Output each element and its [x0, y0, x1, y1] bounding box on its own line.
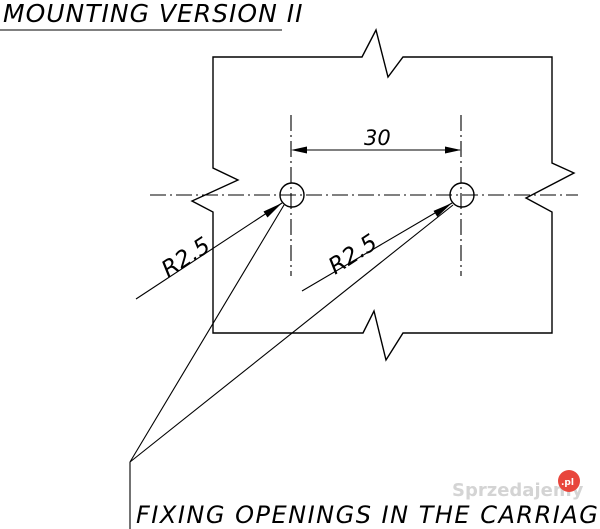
- dimension-arrow-left: [291, 146, 307, 154]
- carriage-outline: [190, 28, 576, 362]
- right-radius-arrow: [433, 203, 452, 217]
- dimension-label: 30: [364, 126, 391, 150]
- left-mounting-hole: [279, 182, 305, 208]
- footer-leader-to-left-hole: [129, 204, 285, 463]
- footer-label: FIXING OPENINGS IN THE CARRIAGE: [136, 501, 600, 529]
- left-radius-leader: [135, 202, 283, 300]
- watermark-badge: [558, 470, 580, 492]
- right-radius-label: R2.5: [324, 230, 382, 280]
- left-radius-label: R2.5: [157, 233, 215, 283]
- watermark-logo: Sprzedajemy .pl: [452, 470, 584, 501]
- dimension-arrow-right: [445, 146, 461, 154]
- watermark-brand: Sprzedajemy: [452, 480, 584, 501]
- drawing-title: MOUNTING VERSION II: [3, 0, 304, 28]
- right-radius-leader: [301, 202, 453, 292]
- footer-leader-to-right-hole: [129, 204, 454, 463]
- watermark-tld: .pl: [561, 478, 574, 488]
- right-mounting-hole: [449, 182, 475, 208]
- left-radius-arrow: [263, 203, 282, 218]
